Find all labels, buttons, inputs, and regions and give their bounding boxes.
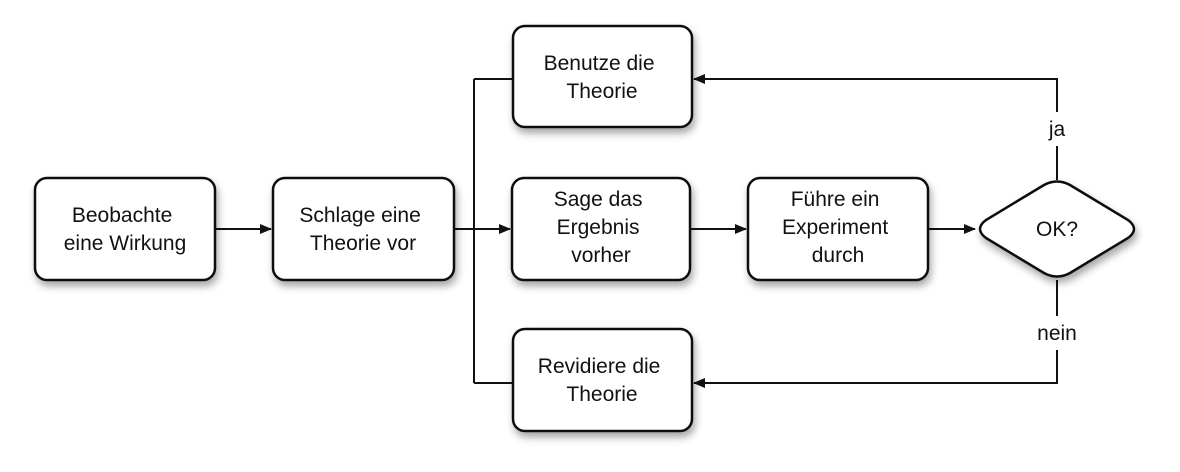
node-observe-line-1: Beobachte [72, 204, 172, 227]
node-observe-line-2: eine Wirkung [64, 232, 187, 255]
svg-text:Revidiere die Theorie: Revidiere die Theorie [538, 355, 666, 406]
node-use-line-2: Theorie [566, 80, 637, 103]
svg-text:Schlage eine Theorie vor: Schlage eine Theorie vor [299, 204, 426, 255]
svg-text:Sage das Ergebnis: Sage das Ergebnis vorher [554, 188, 649, 267]
node-use-line-1: Benutze die [544, 52, 655, 75]
node-propose-line-1: Schlage eine [299, 204, 420, 227]
edge-labels: ja nein [1030, 112, 1084, 350]
node-predict-line-1: Sage das [554, 188, 643, 211]
arrow-decision-yes-to-use [693, 74, 1058, 180]
node-experiment-line-3: durch [812, 244, 865, 267]
node-predict-result: Sage das Ergebnis vorher [510, 176, 692, 282]
node-decision-ok: OK? [978, 180, 1136, 278]
node-propose-line-2: Theorie vor [310, 232, 416, 255]
node-revise-line-1: Revidiere die [538, 355, 661, 378]
node-revise-line-2: Theorie [566, 383, 637, 406]
node-use-theory: Benutze die Theorie [511, 24, 694, 129]
node-decision-label: OK? [1036, 218, 1078, 241]
svg-text:Benutze die Theorie: Benutze die Theorie [544, 52, 661, 103]
arrow-decision-no-to-revise [693, 280, 1058, 388]
node-experiment-line-1: Führe ein [791, 188, 880, 211]
node-predict-line-2: Ergebnis [557, 216, 640, 239]
node-revise-theory: Revidiere die Theorie [511, 327, 694, 433]
edges [215, 74, 1058, 388]
edge-label-yes: ja [1048, 118, 1066, 141]
svg-text:Beobachte eine Wirkung: Beobachte eine Wirkung [64, 204, 187, 255]
node-run-experiment: Führe ein Experiment durch [746, 176, 930, 282]
node-propose-theory: Schlage eine Theorie vor [271, 176, 456, 282]
node-observe-effect: Beobachte eine Wirkung [33, 176, 217, 282]
svg-text:Führe ein Experiment: Führe ein Experiment durch [782, 188, 894, 267]
node-experiment-line-2: Experiment [782, 216, 888, 239]
edge-label-no: nein [1037, 322, 1077, 345]
node-predict-line-3: vorher [571, 244, 631, 267]
